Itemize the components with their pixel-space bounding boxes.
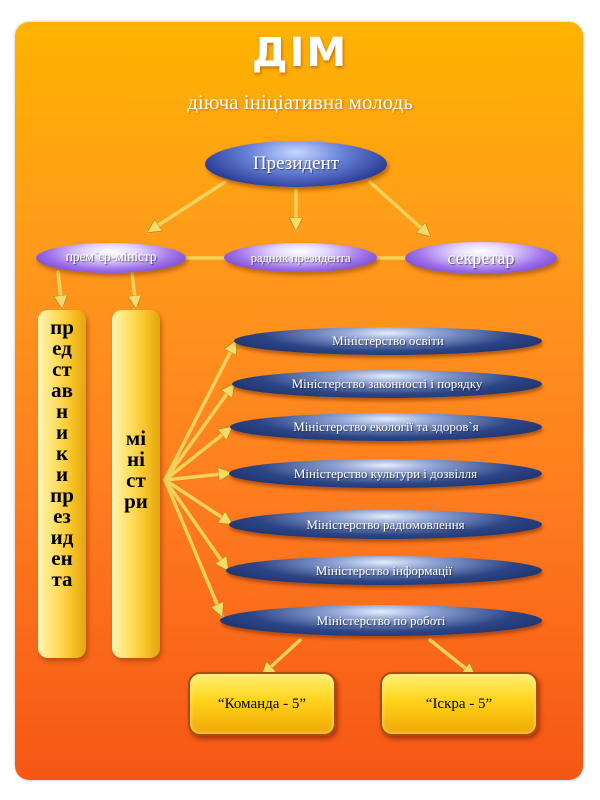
- ministry-ecology-health-label: Міністерство екології та здоров`я: [293, 419, 479, 434]
- ministry-work-label: Міністерство по роботі: [316, 612, 446, 628]
- ministry-education: Міністерство освіти: [234, 327, 542, 355]
- ministry-information-label: Міністерство інформації: [315, 562, 453, 578]
- ministry-education-label: Міністерство освіти: [332, 333, 444, 348]
- node-president: Президент: [205, 141, 387, 187]
- ministry-law-order: Міністерство законності і порядку: [232, 370, 542, 398]
- team-iskra-label: “Іскра - 5”: [425, 695, 493, 712]
- ministry-information: Міністерство інформації: [226, 556, 542, 585]
- node-prime-minister: прем`єр-міністр: [36, 243, 186, 273]
- ministry-work: Міністерство по роботі: [220, 605, 542, 636]
- node-prime-minister-label: прем`єр-міністр: [65, 250, 157, 265]
- ministry-radio-label: Міністерство радіомовлення: [306, 516, 465, 532]
- node-secretary: секретар: [405, 242, 557, 274]
- node-advisor-label: радник президента: [250, 249, 351, 265]
- column-ministries-label: міністри: [124, 426, 148, 513]
- node-president-label: Президент: [252, 153, 340, 174]
- ministry-culture-leisure-label: Міністерство культури і дозвілля: [293, 465, 478, 481]
- team-iskra: “Іскра - 5”: [380, 672, 538, 736]
- poster-background: [15, 22, 583, 780]
- column-ministries: міністри: [112, 310, 160, 658]
- team-komanda-label: “Команда - 5”: [217, 695, 307, 712]
- node-advisor: радник президента: [224, 243, 377, 272]
- poster-title: ДІМ: [251, 30, 349, 76]
- ministry-law-order-label: Міністерство законності і порядку: [291, 376, 483, 391]
- ministry-ecology-health: Міністерство екології та здоров`я: [230, 413, 542, 441]
- poster-subtitle: діюча ініціативна молодь: [187, 90, 413, 114]
- column-representatives-label: представники президента: [50, 315, 74, 591]
- team-komanda: “Команда - 5”: [188, 672, 336, 736]
- ministry-culture-leisure: Міністерство культури і дозвілля: [229, 459, 542, 488]
- column-representatives: представники президента: [38, 310, 86, 658]
- ministry-radio: Міністерство радіомовлення: [229, 510, 542, 539]
- node-secretary-label: секретар: [447, 247, 515, 268]
